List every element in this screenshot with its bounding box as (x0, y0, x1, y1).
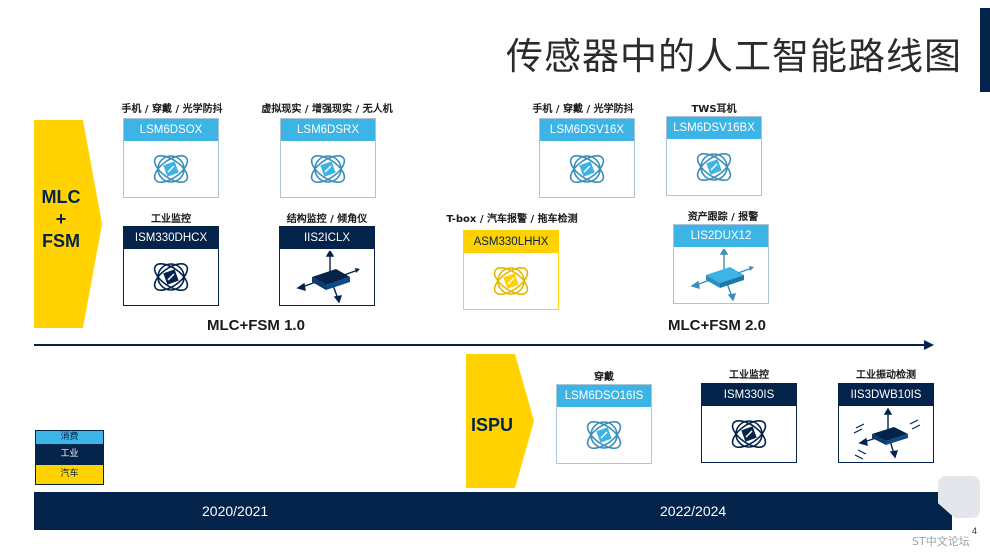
ai-chip-icon (281, 141, 375, 197)
category-label: 穿戴 (594, 372, 614, 383)
axis-sensor-icon (280, 249, 374, 305)
legend-industrial: 工业 (36, 444, 103, 465)
category-label: 资产跟踪 / 报警 (687, 212, 759, 223)
segment-legend: 消费 工业 汽车 (35, 430, 104, 485)
chip-card-lsm6dsv16x[interactable]: LSM6DSV16X (539, 118, 635, 198)
chip-name: LSM6DSV16BX (667, 117, 761, 139)
category-label: 虚拟现实 / 增强现实 / 无人机 (261, 104, 393, 115)
category-label: 结构监控 / 倾角仪 (286, 214, 368, 225)
chip-name: ASM330LHHX (464, 231, 558, 253)
year-bar: 2020/2021 2022/2024 (34, 492, 952, 530)
ispu-phase-label: ISPU (470, 415, 513, 435)
chip-name: ISM330IS (702, 384, 796, 406)
phase-mlc-text: MLC (41, 187, 81, 207)
phase-fsm-text: FSM (42, 231, 80, 251)
chip-card-ism330is[interactable]: ISM330IS (701, 383, 797, 463)
category-label: 手机 / 穿戴 / 光学防抖 (532, 104, 634, 115)
vibration-sensor-icon (839, 406, 933, 462)
chip-card-lis2dux12[interactable]: LIS2DUX12 (673, 224, 769, 304)
ai-chip-icon (667, 139, 761, 195)
legend-auto: 汽车 (36, 465, 103, 484)
ai-chip-icon (124, 141, 218, 197)
category-label: 工业振动检测 (856, 370, 916, 381)
year-label-1: 2020/2021 (202, 503, 269, 519)
ai-chip-icon (540, 141, 634, 197)
slide-title: 传感器中的人工智能路线图 (506, 35, 962, 78)
chip-name: IIS2ICLX (280, 227, 374, 249)
category-label: TWS耳机 (691, 104, 737, 115)
title-accent-bar (980, 8, 990, 92)
ai-chip-icon (124, 249, 218, 305)
chip-card-lsm6dso16is[interactable]: LSM6DSO16IS (556, 384, 652, 464)
category-label: T-box / 汽车报警 / 拖车检测 (446, 214, 578, 225)
timeline-arrow-head (924, 340, 934, 350)
chip-name: IIS3DWB10IS (839, 384, 933, 406)
generation-label-1: MLC+FSM 1.0 (207, 317, 305, 334)
category-label: 工业监控 (151, 214, 191, 225)
chip-name: LSM6DSRX (281, 119, 375, 141)
chip-name: LSM6DSOX (124, 119, 218, 141)
watermark: ST中文论坛 (912, 535, 970, 548)
mlc-fsm-phase-label: MLC + FSM (34, 186, 88, 252)
ai-chip-icon (464, 253, 558, 309)
chip-card-lsm6dsox[interactable]: LSM6DSOX (123, 118, 219, 198)
ai-chip-icon (702, 406, 796, 462)
chip-name: ISM330DHCX (124, 227, 218, 249)
chip-card-iis2iclx[interactable]: IIS2ICLX (279, 226, 375, 306)
page-number: 4 (972, 526, 978, 536)
chip-card-lsm6dsv16bx[interactable]: LSM6DSV16BX (666, 116, 762, 196)
category-label: 手机 / 穿戴 / 光学防抖 (121, 104, 223, 115)
chip-card-iis3dwb10is[interactable]: IIS3DWB10IS (838, 383, 934, 463)
chip-card-lsm6dsrx[interactable]: LSM6DSRX (280, 118, 376, 198)
chip-card-ism330dhcx[interactable]: ISM330DHCX (123, 226, 219, 306)
year-label-2: 2022/2024 (660, 503, 727, 519)
axis-sensor-icon (674, 247, 768, 303)
generation-label-2: MLC+FSM 2.0 (668, 317, 766, 334)
chip-name: LSM6DSO16IS (557, 385, 651, 407)
chip-name: LSM6DSV16X (540, 119, 634, 141)
ai-chip-icon (557, 407, 651, 463)
timeline-line (34, 344, 926, 346)
chip-name: LIS2DUX12 (674, 225, 768, 247)
phase-plus-text: + (55, 209, 67, 229)
legend-consumer: 消费 (36, 431, 103, 444)
chip-card-asm330lhhx[interactable]: ASM330LHHX (463, 230, 559, 310)
category-label: 工业监控 (729, 370, 769, 381)
